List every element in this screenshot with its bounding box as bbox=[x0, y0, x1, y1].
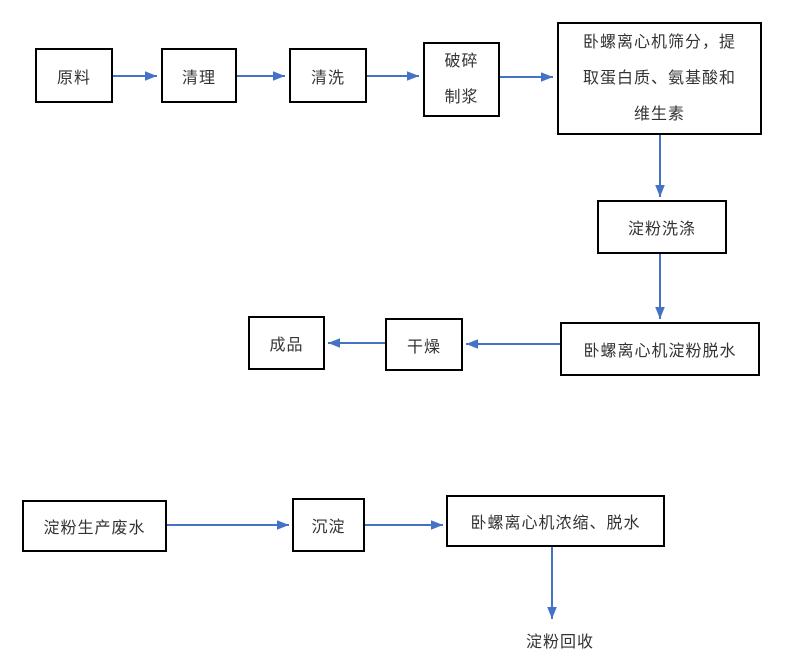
node-centrifuge-starch-dewatering: 卧螺离心机淀粉脱水 bbox=[560, 322, 760, 376]
node-washing: 清洗 bbox=[289, 48, 367, 103]
node-centrifuge-concentration-dewatering: 卧螺离心机浓缩、脱水 bbox=[446, 495, 665, 547]
node-raw-material: 原料 bbox=[35, 48, 113, 103]
node-starch-washing: 淀粉洗涤 bbox=[597, 200, 727, 254]
node-finished-product: 成品 bbox=[248, 316, 325, 370]
node-drying: 干燥 bbox=[385, 318, 463, 371]
node-starch-wastewater: 淀粉生产废水 bbox=[22, 500, 167, 552]
node-sedimentation: 沉淀 bbox=[292, 498, 365, 552]
node-centrifuge-screening: 卧螺离心机筛分，提 取蛋白质、氨基酸和 维生素 bbox=[557, 22, 762, 135]
node-crushing-pulping: 破碎 制浆 bbox=[423, 42, 500, 117]
node-starch-recovery: 淀粉回收 bbox=[525, 634, 594, 651]
node-cleaning: 清理 bbox=[161, 48, 237, 103]
